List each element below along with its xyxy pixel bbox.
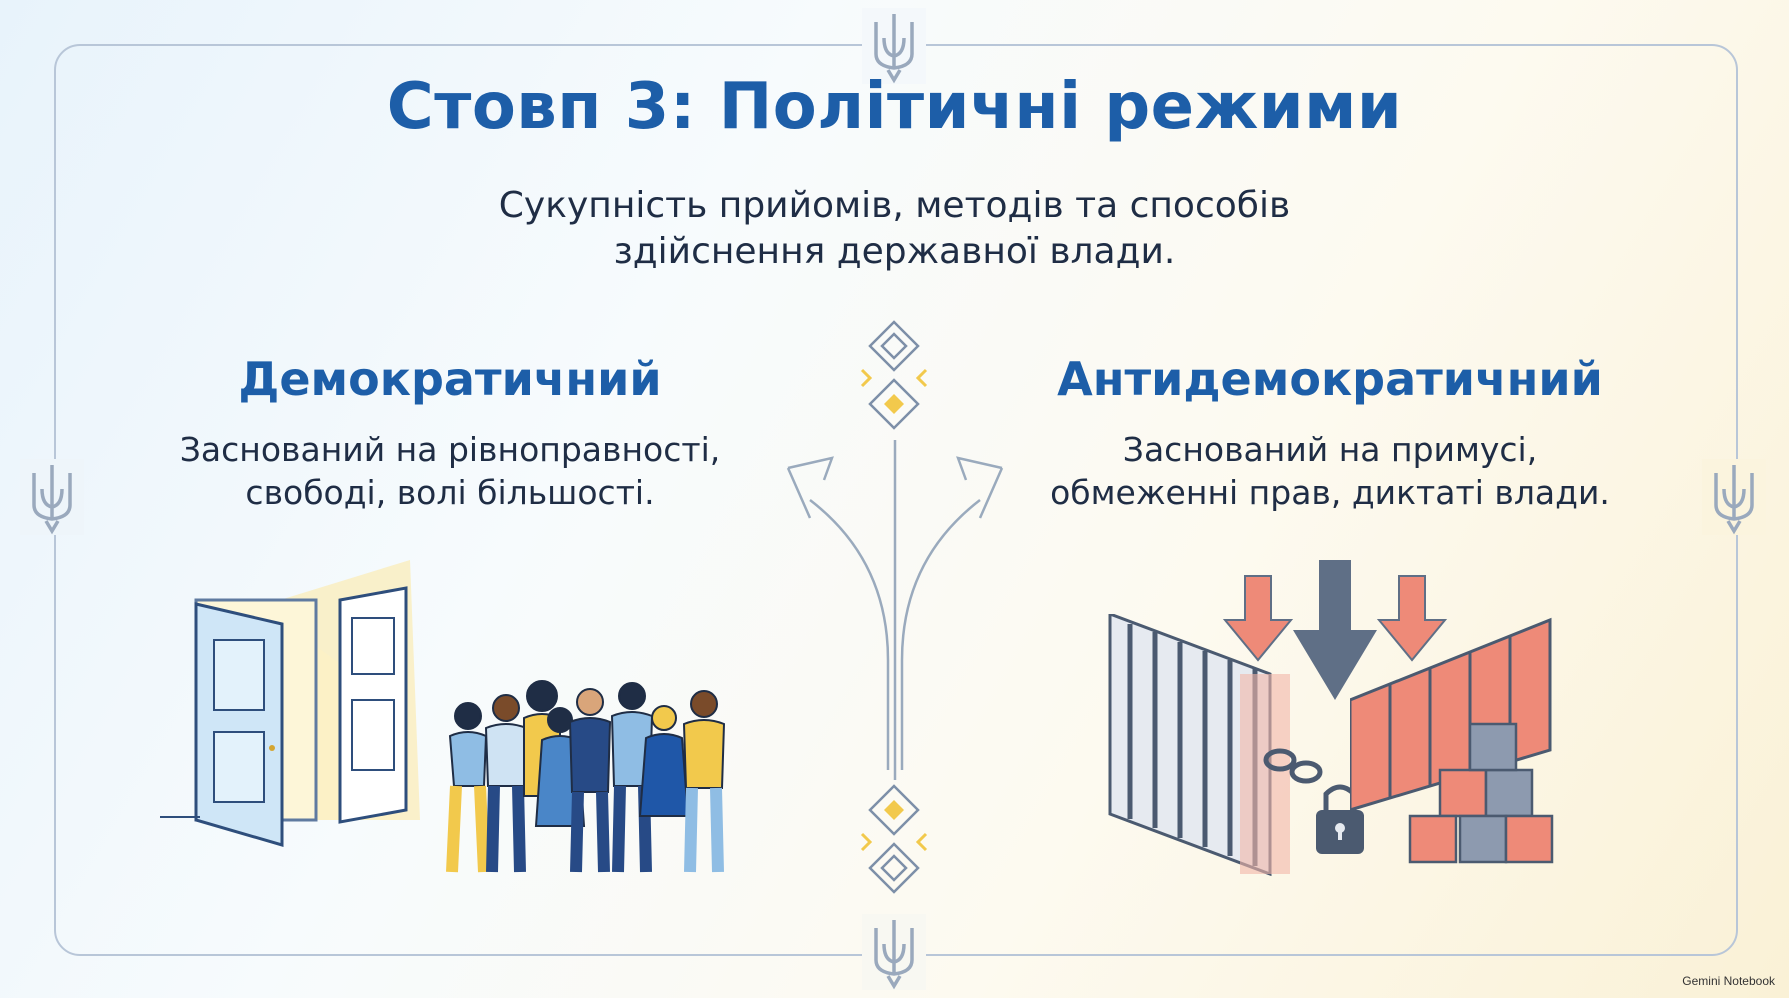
subtitle: Сукупність прийомів, методів та способів… — [0, 183, 1789, 275]
trident-icon-bottom — [862, 914, 926, 990]
democratic-line-2: свободі, волі більшості. — [245, 473, 655, 512]
trident-icon-right — [1702, 459, 1766, 535]
ornament-icon-bottom — [860, 784, 928, 894]
ornament-icon-top — [860, 320, 928, 430]
down-arrows-icon — [1222, 560, 1448, 700]
trident-icon-left — [20, 459, 84, 535]
open-door-icon — [160, 560, 420, 847]
antidemocratic-heading: Антидемократичний — [1057, 352, 1603, 406]
democratic-heading: Демократичний — [238, 352, 662, 406]
people-group-icon — [446, 680, 726, 873]
gemini-notebook-badge: Gemini Notebook — [1682, 974, 1775, 988]
antidemocratic-line-2: обмеженні прав, диктаті влади. — [1050, 473, 1610, 512]
antidemocratic-description: Заснований на примусі, обмеженні прав, д… — [1030, 428, 1630, 514]
antidemocratic-line-1: Заснований на примусі, — [1122, 430, 1538, 469]
brick-wall-icon — [1350, 617, 1554, 864]
trident-icon-top — [862, 8, 926, 84]
subtitle-line-1: Сукупність прийомів, методів та способів — [498, 185, 1291, 226]
prison-gate-icon — [1108, 614, 1290, 877]
split-arrow-icon — [786, 440, 1004, 780]
page-title: Стовп 3: Політичні режими — [386, 70, 1403, 144]
democratic-line-1: Заснований на рівноправності, — [179, 430, 721, 469]
democratic-description: Заснований на рівноправності, свободі, в… — [150, 428, 750, 514]
subtitle-line-2: здійснення державної влади. — [613, 231, 1176, 272]
